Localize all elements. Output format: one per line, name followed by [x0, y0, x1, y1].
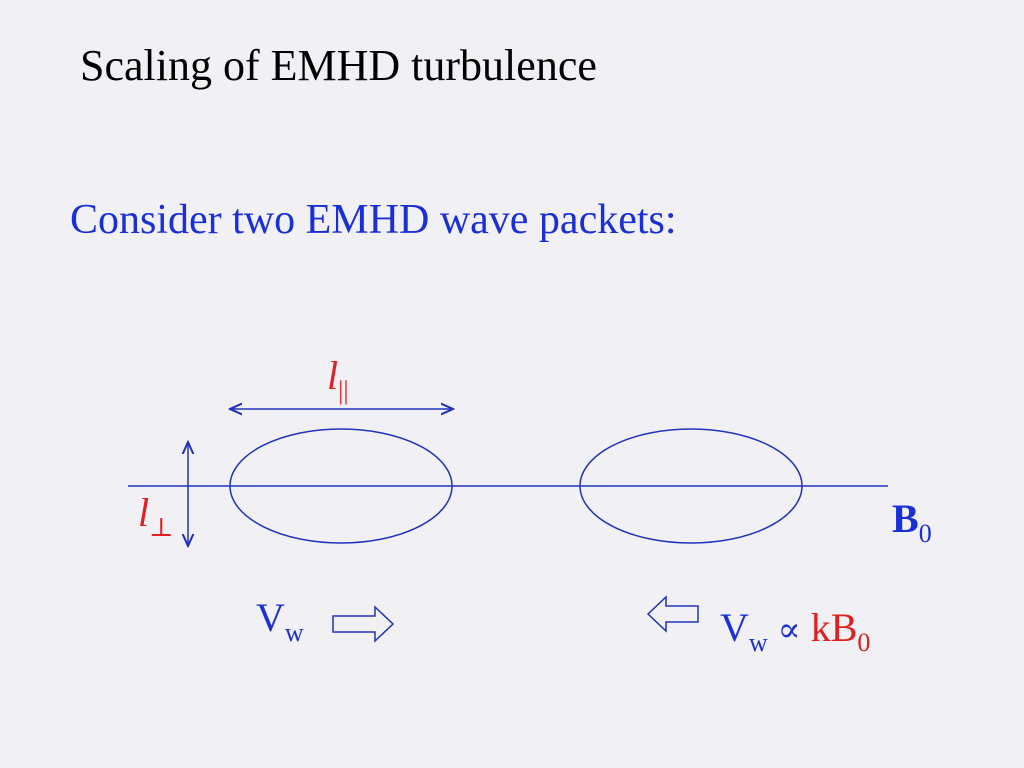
slide-subtitle: Consider two EMHD wave packets: [70, 197, 677, 243]
scaling-expression: kB0 [810, 605, 871, 657]
left-velocity-label: Vw [256, 595, 304, 647]
wave-packet-right [579, 428, 803, 544]
right-velocity-scaling: Vw ∝ kB0 [720, 605, 871, 657]
wave-packet-left [229, 428, 453, 544]
l-parallel-label: l|| [327, 353, 349, 405]
l-perp-label: l⊥ [138, 490, 174, 542]
slide-title: Scaling of EMHD turbulence [80, 41, 597, 90]
proportional-symbol: ∝ [777, 612, 801, 649]
right-arrow-icon [332, 605, 395, 643]
left-arrow-icon [646, 595, 699, 633]
b0-label: B0 [892, 496, 932, 548]
